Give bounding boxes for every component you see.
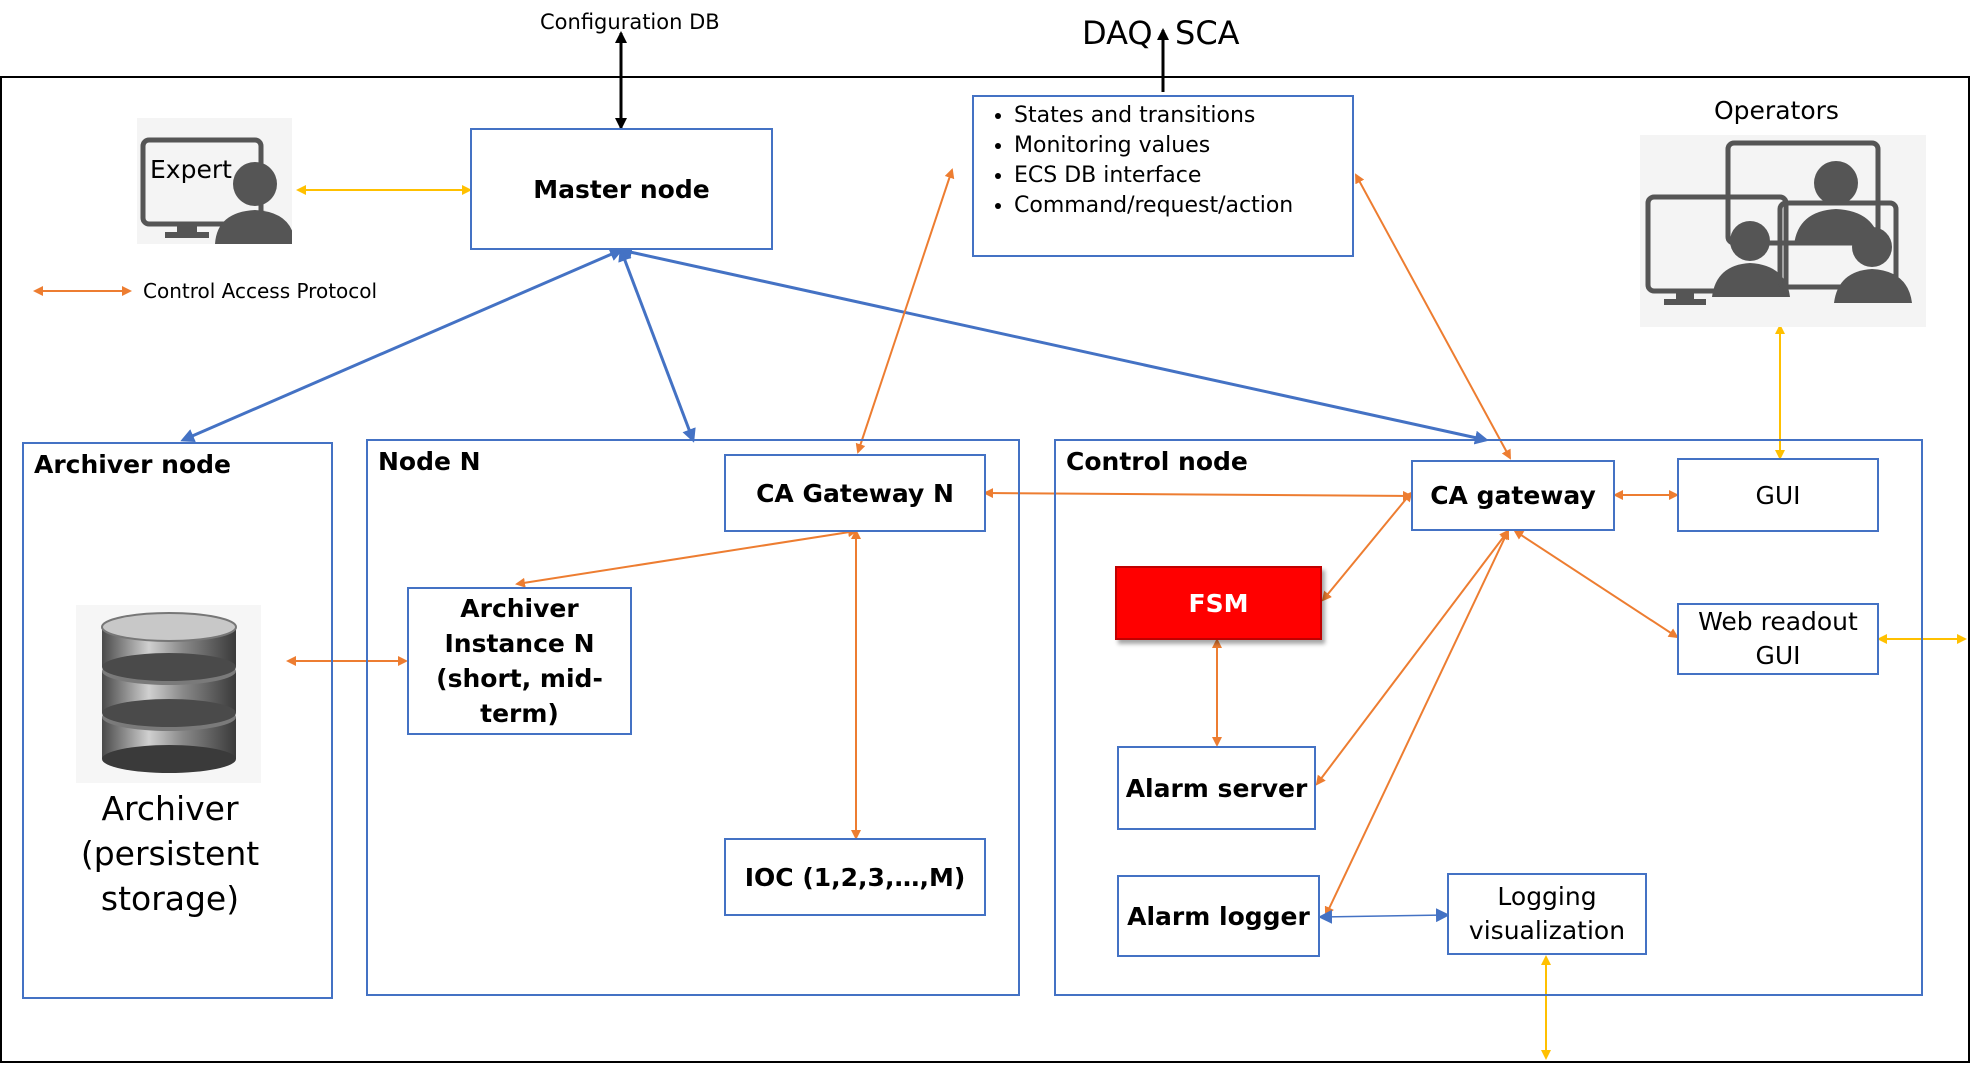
info-item: Monitoring values [1014,131,1352,161]
ecs-info-box: States and transitions Monitoring values… [972,95,1354,257]
archiver-instance-n[interactable]: Archiver Instance N (short, mid- term) [407,587,632,735]
expert-workstation-icon [137,118,295,244]
link-master-archiver [180,247,624,443]
link-cagateway-alarmlogger [1324,529,1510,917]
sca-label: SCA [1175,14,1240,52]
archiver-instance-line: term) [480,699,559,728]
link-cagateway-webreadout [1513,529,1679,639]
ca-gateway[interactable]: CA gateway [1411,460,1615,531]
link-info-gatewayn [855,168,955,454]
web-readout-line: Web readout [1698,607,1858,636]
archiver-storage-line: Archiver [101,789,239,828]
ca-gateway-n[interactable]: CA Gateway N [724,454,986,532]
link-info-cagateway [1355,173,1511,460]
link-gatewayn-archiverinstance [515,527,858,588]
operators-workstations-icon [1640,135,1926,327]
alarm-server-label: Alarm server [1125,773,1308,803]
control-node: Control node [1054,439,1923,996]
master-node[interactable]: Master node [470,128,773,250]
archiver-storage-line: storage) [100,879,240,918]
config-db-label: Configuration DB [540,10,720,34]
alarm-logger[interactable]: Alarm logger [1117,875,1320,957]
master-node-label: Master node [533,174,710,204]
daq-label: DAQ [1082,14,1153,52]
archiver-instance-line: Archiver [460,594,579,623]
web-readout-gui[interactable]: Web readout GUI [1677,603,1879,675]
info-item: States and transitions [1014,101,1352,131]
fsm-label: FSM [1188,588,1249,618]
ioc[interactable]: IOC (1,2,3,…,M) [724,838,986,916]
expert-label: Expert [150,155,232,184]
archiver-storage-label: Archiver (persistent storage) [40,786,300,921]
control-node-title: Control node [1066,447,1248,476]
fsm[interactable]: FSM [1115,566,1322,640]
node-n-title: Node N [378,447,481,476]
logging-visualization[interactable]: Logging visualization [1447,873,1647,955]
alarm-server[interactable]: Alarm server [1117,746,1316,830]
alarm-logger-label: Alarm logger [1127,901,1310,931]
system-frame [0,76,1970,1063]
ca-gateway-label: CA gateway [1430,481,1596,510]
link-alarmlogger-logging [1318,908,1450,924]
operators-label: Operators [1714,96,1839,125]
gui-label: GUI [1755,480,1801,510]
ca-gateway-n-label: CA Gateway N [756,478,954,508]
info-item: Command/request/action [1014,191,1352,221]
ioc-label: IOC (1,2,3,…,M) [744,862,966,892]
logging-visualization-line: Logging [1497,882,1597,911]
archiver-storage-line: (persistent [80,834,260,873]
logging-visualization-line: visualization [1468,916,1626,945]
node-n: Node N [366,439,1020,996]
archiver-instance-line: (short, mid- [436,664,603,693]
web-readout-line: GUI [1755,641,1801,670]
link-master-control [618,245,1489,445]
gui[interactable]: GUI [1677,458,1879,532]
info-item: ECS DB interface [1014,161,1352,191]
archiver-node: Archiver node [22,442,333,999]
legend-control-access-protocol: Control Access Protocol [143,279,378,303]
archiver-instance-line: Instance N [444,629,595,658]
archiver-node-title: Archiver node [34,450,231,479]
database-icon [76,605,261,783]
